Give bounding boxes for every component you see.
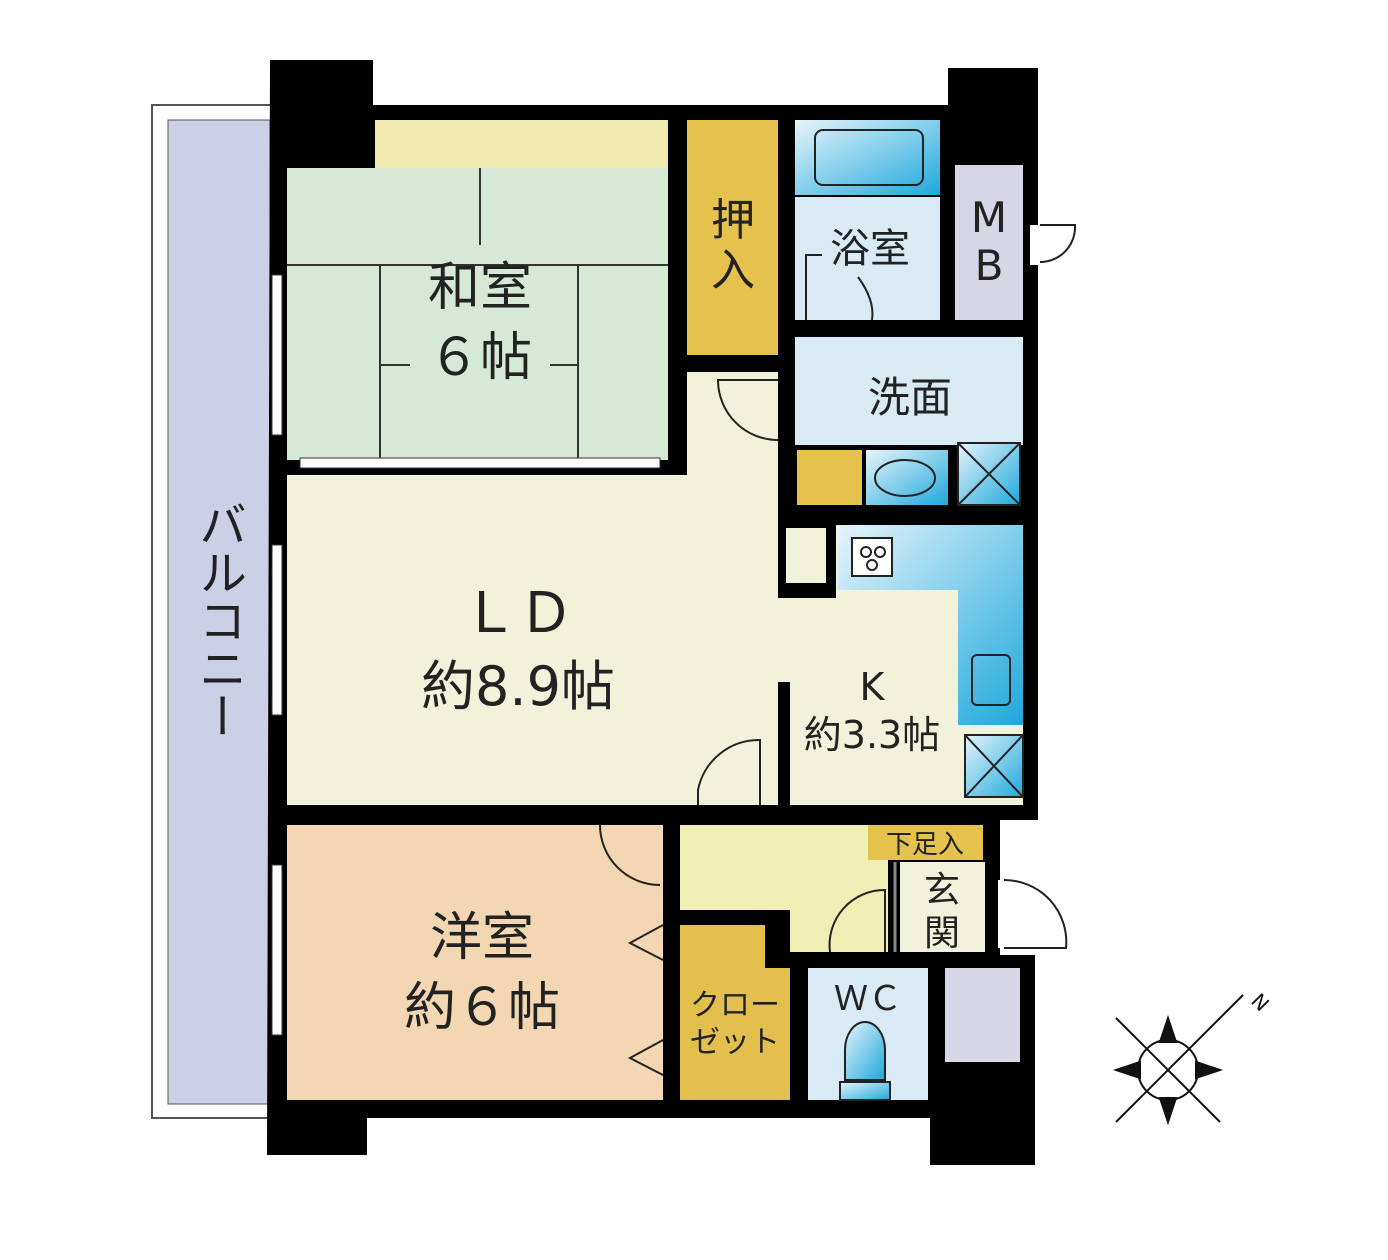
room-washitsu: 和室 ６帖 xyxy=(287,120,668,460)
door-swing-icon xyxy=(828,888,886,953)
balcony-label: バルコニー xyxy=(190,500,246,740)
senmen-label: 洗面 xyxy=(868,373,952,422)
room-wc: ＷＣ xyxy=(808,968,928,1101)
room-closet: クロー ゼット xyxy=(680,925,790,1100)
room-kitchen: K 約3.3帖 xyxy=(804,525,1024,798)
tatami-lines xyxy=(287,168,668,460)
door-swing-icon xyxy=(599,824,661,886)
compass-north-label: N xyxy=(1246,989,1274,1017)
youshitsu-size: 約６帖 xyxy=(404,978,560,1038)
getabako: 下足入 xyxy=(868,825,983,860)
closet-label-line1: クロー xyxy=(690,988,780,1023)
washitsu-name: 和室 xyxy=(428,258,532,318)
door-swing-icon xyxy=(805,254,874,321)
balcony: バルコニー xyxy=(151,104,273,1119)
door-swing-icon xyxy=(697,738,761,805)
stove-icon xyxy=(851,537,893,577)
getabako-label: 下足入 xyxy=(886,830,964,860)
room-bath: 浴室 xyxy=(795,120,940,321)
oshiire-label-bottom: 入 xyxy=(711,245,755,296)
door-swing-icon xyxy=(716,379,779,441)
ld-name: ＬＤ xyxy=(462,581,574,646)
room-youshitsu: 洋室 約６帖 xyxy=(287,824,664,1100)
toilet-icon xyxy=(844,1021,886,1081)
bath-label: 浴室 xyxy=(830,226,910,272)
mb-label-top: M xyxy=(971,193,1007,242)
washitsu-size: ６帖 xyxy=(428,328,532,388)
ld-size: 約8.9帖 xyxy=(421,655,615,718)
genkan-label-top: 玄 xyxy=(924,870,960,911)
genkan-label-bottom: 関 xyxy=(924,913,960,954)
oshiire-label-top: 押 xyxy=(711,195,755,246)
fridge-icon xyxy=(964,734,1024,798)
closet-label-line2: ゼット xyxy=(690,1025,780,1060)
wc-label: ＷＣ xyxy=(834,979,902,1019)
room-hall xyxy=(680,825,888,953)
room-oshiire: 押 入 xyxy=(687,120,778,355)
windows xyxy=(271,274,661,1036)
kitchen-name: K xyxy=(860,665,886,709)
kitchen-size: 約3.3帖 xyxy=(804,713,940,757)
entrance-door-icon xyxy=(1003,878,1068,949)
bathtub-icon xyxy=(814,129,924,186)
mb-label-bottom: B xyxy=(975,241,1004,290)
basin-icon xyxy=(874,459,936,497)
room-mb: M B xyxy=(955,165,1077,320)
door-swing-icon xyxy=(1039,224,1077,264)
room-senmen: 洗面 xyxy=(795,337,1023,506)
sink-icon xyxy=(971,654,1011,706)
folding-door-icon xyxy=(627,924,664,1076)
youshitsu-name: 洋室 xyxy=(430,908,534,968)
pipe-space xyxy=(945,968,1020,1062)
compass-icon: N xyxy=(1112,989,1274,1126)
washer-icon xyxy=(957,442,1021,506)
room-genkan: 玄 関 xyxy=(893,862,1068,954)
